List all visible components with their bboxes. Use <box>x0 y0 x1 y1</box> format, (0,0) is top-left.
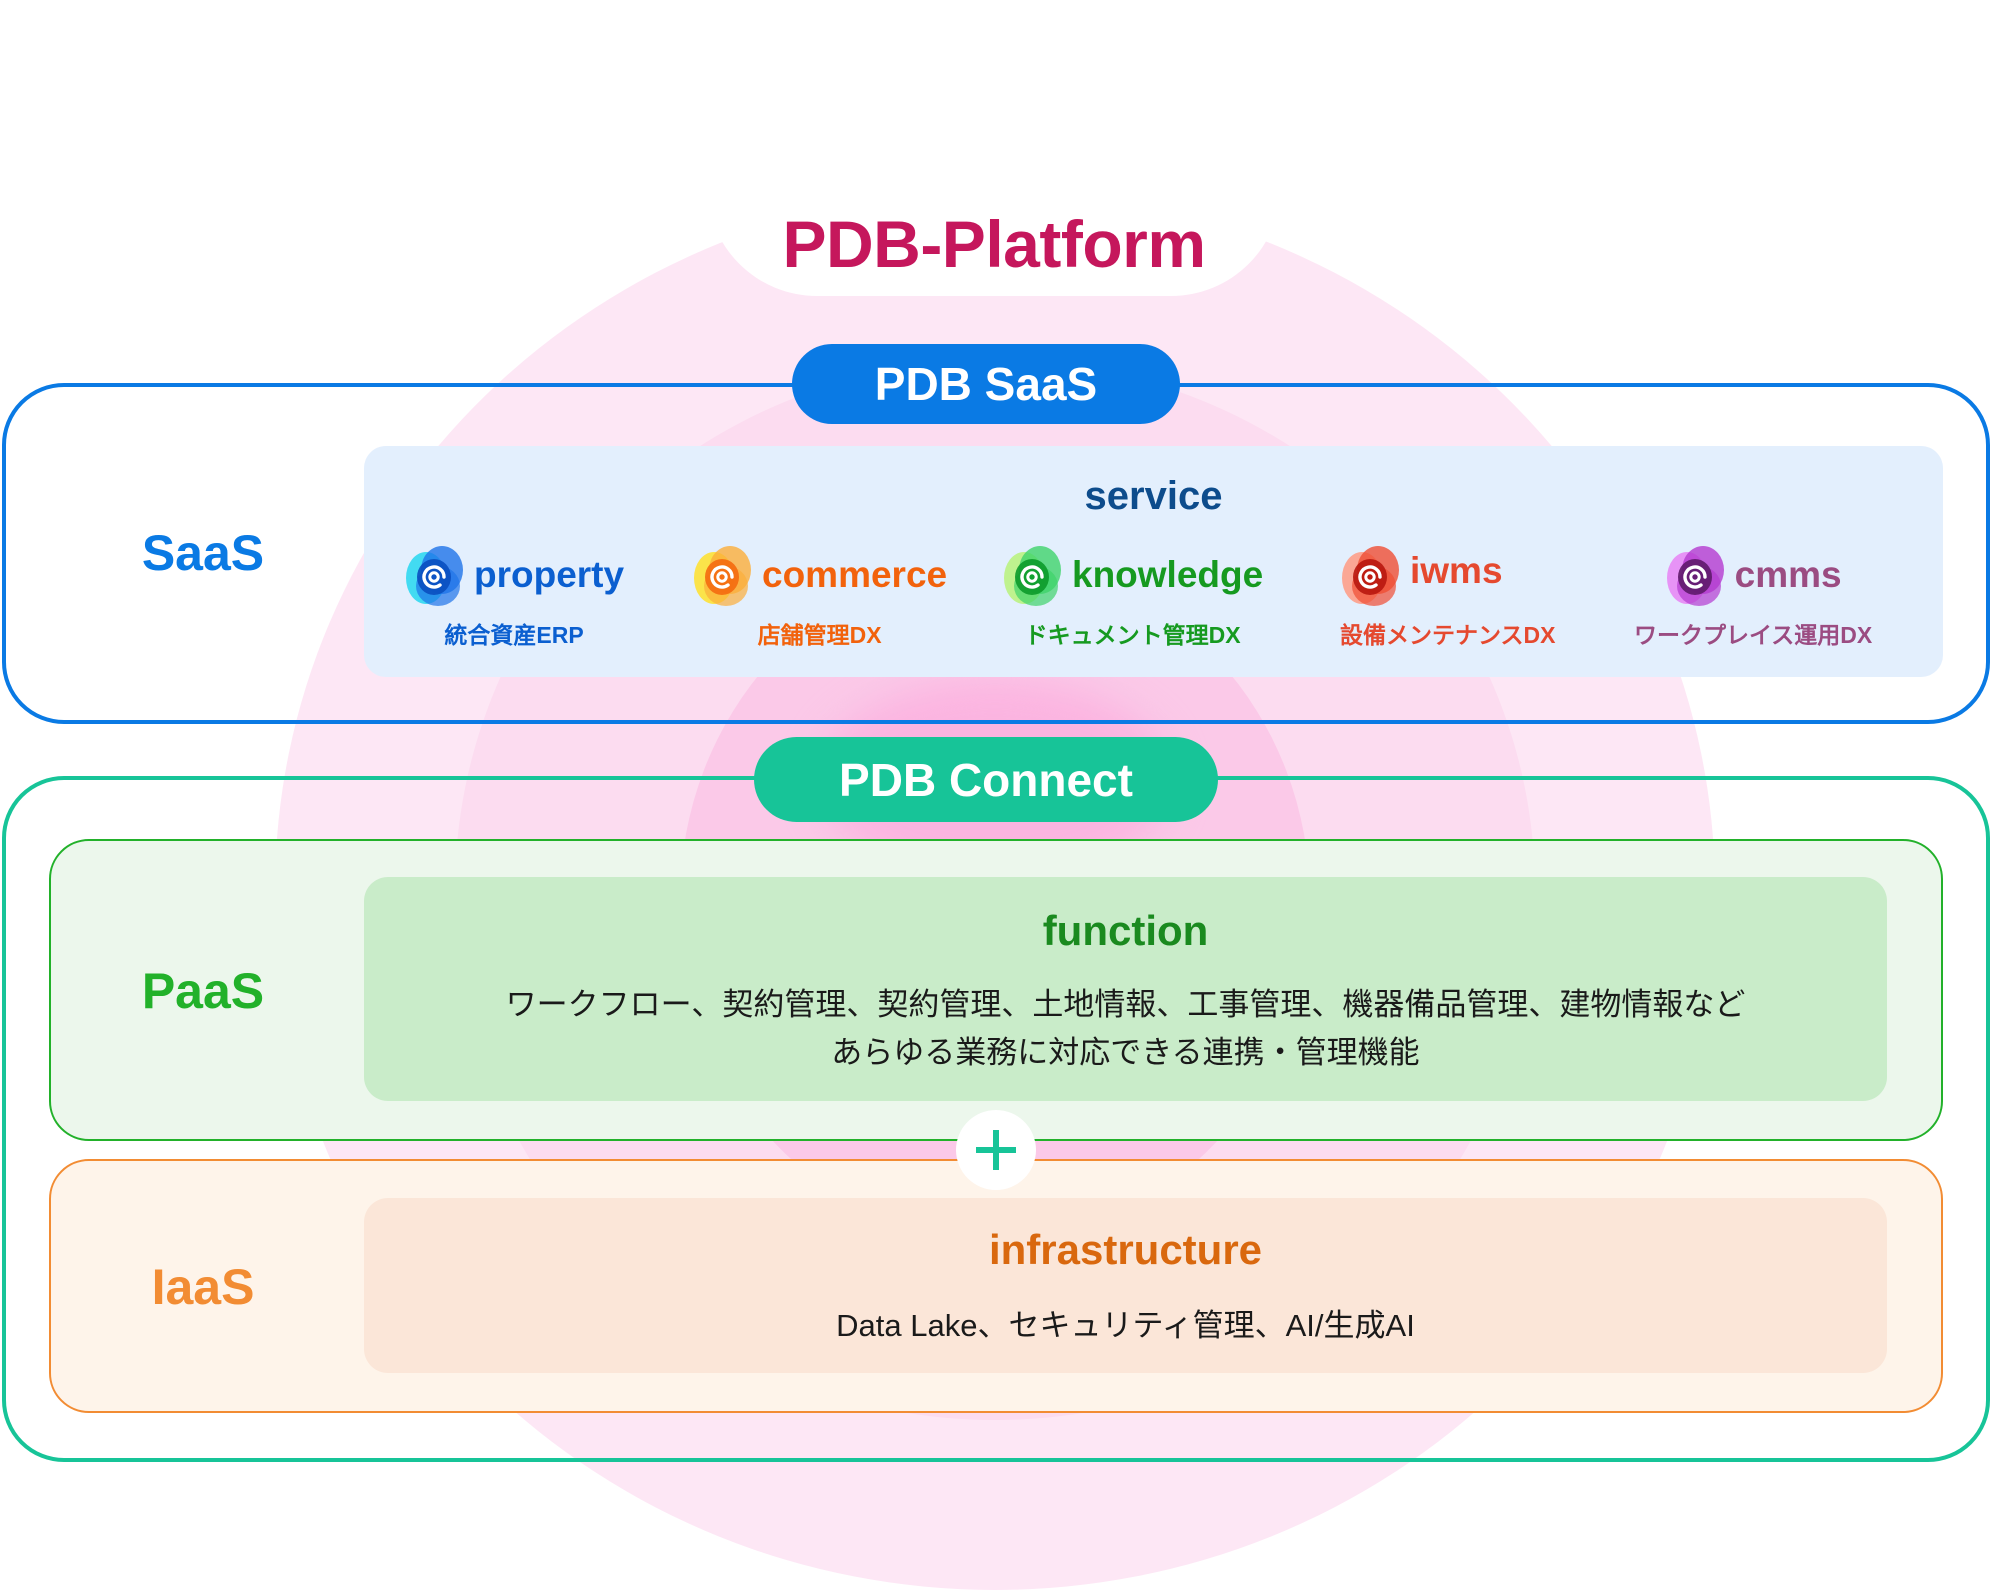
service-iwms[interactable]: iwms 設備メンテナンスDX <box>1340 542 1556 662</box>
icon-blob-3 <box>1015 559 1049 595</box>
infrastructure-panel-title: infrastructure <box>988 1226 1263 1273</box>
property-at-sign-icon <box>404 542 466 608</box>
function-panel-title: function <box>1042 907 1209 954</box>
service-knowledge[interactable]: knowledge ドキュメント管理DX <box>1002 542 1263 662</box>
service-cmms[interactable]: cmms ワークプレイス運用DX <box>1634 542 1872 662</box>
at-sign-outer <box>710 565 734 589</box>
infrastructure-panel: infrastructure Data Lake、セキュリティ管理、AI/生成A… <box>364 1198 1887 1373</box>
plus-icon <box>956 1110 1036 1190</box>
cmms-at-sign-icon <box>1665 542 1727 608</box>
service-name: property <box>474 554 625 595</box>
infrastructure-description: Data Lake、セキュリティ管理、AI/生成AI <box>836 1308 1415 1343</box>
pdb-saas-badge: PDB SaaS <box>792 344 1180 424</box>
service-name: iwms <box>1410 550 1503 591</box>
service-panel-title: service <box>1084 474 1223 518</box>
service-property[interactable]: property 統合資産ERP <box>404 542 624 662</box>
icon-blob-3 <box>705 559 739 595</box>
platform-title: PDB-Platform <box>782 207 1206 281</box>
at-sign-outer <box>1358 565 1382 589</box>
service-commerce[interactable]: commerce 店舗管理DX <box>692 542 947 662</box>
at-sign-outer <box>1682 565 1707 589</box>
commerce-at-sign-icon <box>692 542 754 608</box>
icon-blob-3 <box>1353 559 1387 595</box>
icon-blob-3 <box>1677 559 1712 595</box>
platform-title-container: PDB-Platform <box>707 60 1281 296</box>
service-name: knowledge <box>1072 554 1264 595</box>
service-panel: service property 統合資産ERP commerce 店舗管理DX… <box>364 446 1943 677</box>
at-sign-inner <box>1026 571 1038 583</box>
at-sign-inner <box>428 571 440 583</box>
plus-icon-vertical <box>993 1130 999 1170</box>
service-subtitle: ドキュメント管理DX <box>1024 622 1241 648</box>
iaas-layer-label: IaaS <box>151 1259 255 1315</box>
at-sign-outer <box>422 565 446 589</box>
at-sign-blob-graphic <box>694 546 751 606</box>
at-sign-blob-graphic <box>406 546 463 606</box>
service-subtitle: 店舗管理DX <box>757 622 882 648</box>
at-sign-blob-graphic <box>1666 546 1724 606</box>
pdb-connect-badge: PDB Connect <box>754 737 1218 822</box>
paas-layer-label: PaaS <box>141 963 265 1019</box>
iwms-at-sign-icon <box>1340 542 1402 608</box>
service-subtitle: 設備メンテナンスDX <box>1340 622 1556 648</box>
saas-layer-label: SaaS <box>141 525 265 581</box>
at-sign-outer <box>1020 565 1044 589</box>
icon-blob-3 <box>417 559 451 595</box>
at-sign-inner <box>716 571 728 583</box>
knowledge-at-sign-icon <box>1002 542 1064 608</box>
at-sign-inner <box>1688 571 1701 583</box>
service-name: cmms <box>1734 554 1842 595</box>
function-panel: function ワークフロー、契約管理、契約管理、土地情報、工事管理、機器備品… <box>364 877 1887 1101</box>
function-description-line: ワークフロー、契約管理、契約管理、土地情報、工事管理、機器備品管理、建物情報など <box>505 987 1746 1022</box>
at-sign-blob-graphic <box>1004 546 1061 606</box>
service-subtitle: 統合資産ERP <box>444 622 584 648</box>
service-subtitle: ワークプレイス運用DX <box>1634 622 1873 648</box>
function-description-line: あらゆる業務に対応できる連携・管理機能 <box>831 1035 1420 1070</box>
at-sign-inner <box>1364 571 1376 583</box>
service-name: commerce <box>762 554 948 595</box>
at-sign-blob-graphic <box>1342 546 1399 606</box>
